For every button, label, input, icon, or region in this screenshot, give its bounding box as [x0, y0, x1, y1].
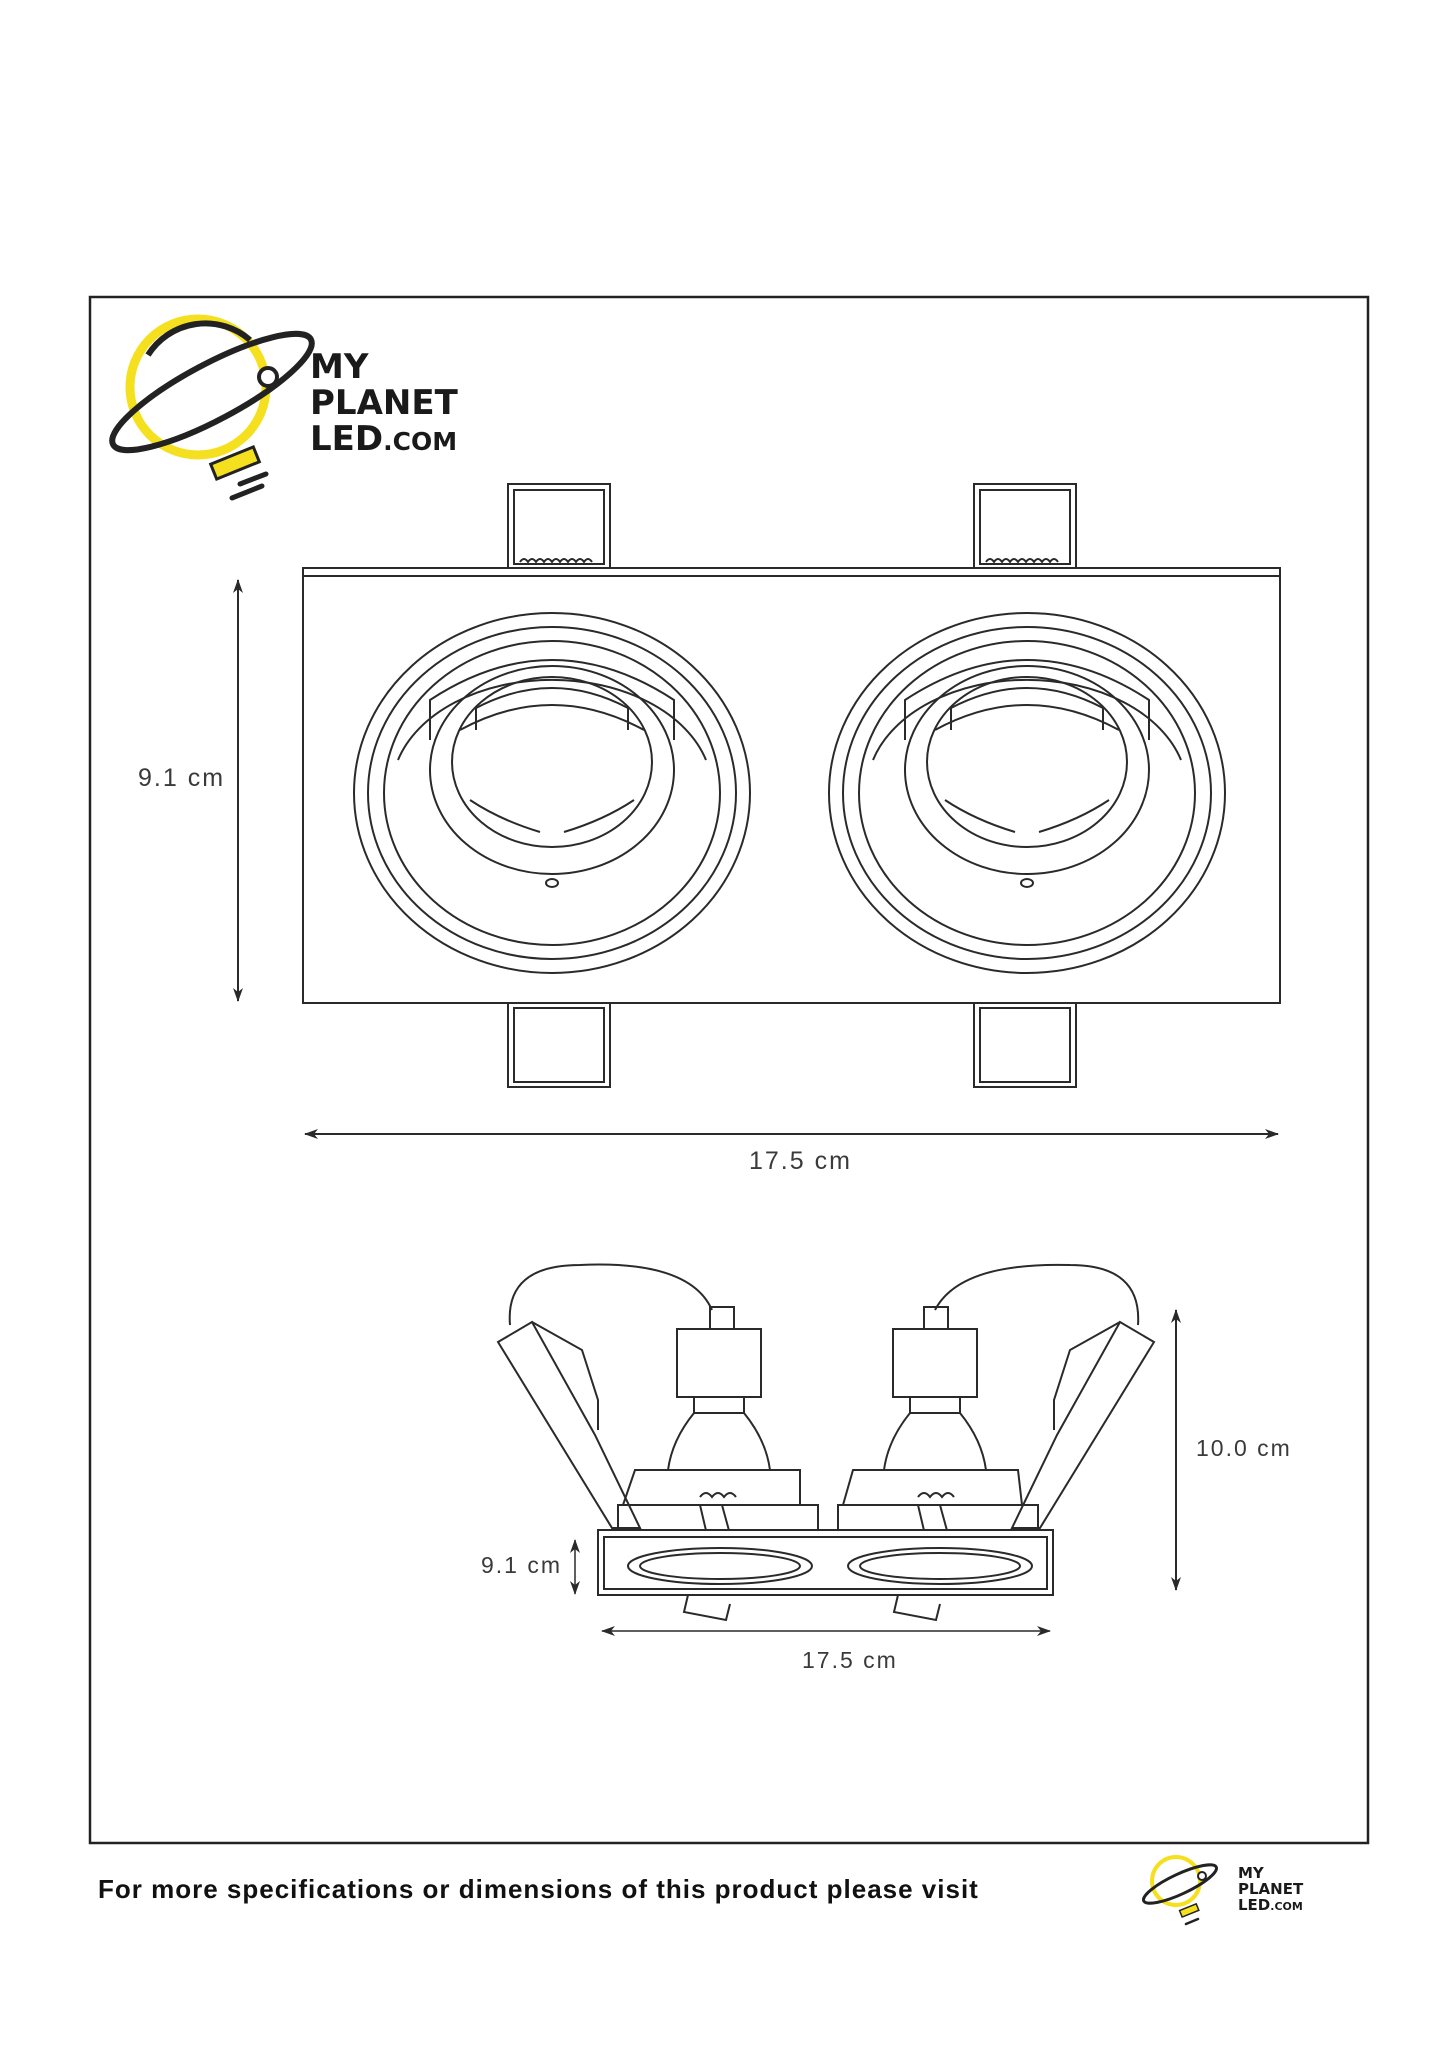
footer-brand-line-1: MY — [1238, 1864, 1265, 1882]
width-label: 17.5 cm — [749, 1147, 852, 1175]
spring-wing-left — [496, 1320, 642, 1529]
footer-brand-line-3: LED.COM — [1238, 1896, 1303, 1914]
frame-plate — [302, 567, 1281, 1004]
brand-line-3-main: LED — [310, 419, 383, 459]
footer-brand-line-2: PLANET — [1238, 1880, 1304, 1898]
cable-right — [934, 1263, 1140, 1326]
brand-logo: MY PLANET LED.COM — [109, 314, 459, 501]
footer-brand-line-3-main: LED — [1238, 1896, 1270, 1914]
top-view-drawing — [302, 483, 1281, 1088]
brand-line-3-suffix: .COM — [383, 427, 457, 456]
brand-line-2: PLANET — [310, 383, 459, 423]
lamp-right — [837, 1306, 1039, 1557]
ring-right — [828, 612, 1226, 974]
clip-bottom-right — [973, 1002, 1077, 1088]
planet-bulb-icon — [109, 314, 315, 501]
brand-line-3: LED.COM — [310, 419, 457, 459]
clip-top-right — [973, 483, 1077, 569]
cable-left — [508, 1263, 713, 1326]
total-height-label: 10.0 cm — [1196, 1435, 1292, 1461]
clip-top-left — [507, 483, 611, 569]
side-width-label: 17.5 cm — [802, 1647, 898, 1673]
footer-brand-logo: MY PLANET LED.COM — [1142, 1855, 1304, 1926]
ring-left — [353, 612, 751, 974]
brand-line-1: MY — [310, 347, 369, 387]
clip-bottom-left — [507, 1002, 611, 1088]
footer-planet-bulb-icon — [1142, 1855, 1218, 1926]
footer-brand-line-3-suffix: .COM — [1270, 1900, 1303, 1913]
drawing-frame — [88, 295, 1370, 1845]
footer-text: For more specifications or dimensions of… — [98, 1874, 979, 1904]
height-label: 9.1 cm — [138, 764, 225, 792]
side-frame-plate — [597, 1529, 1054, 1596]
spring-wing-right — [1010, 1320, 1156, 1529]
side-view-drawing — [496, 1263, 1156, 1622]
lamp-left — [617, 1306, 819, 1557]
frame-height-label: 9.1 cm — [481, 1552, 562, 1578]
